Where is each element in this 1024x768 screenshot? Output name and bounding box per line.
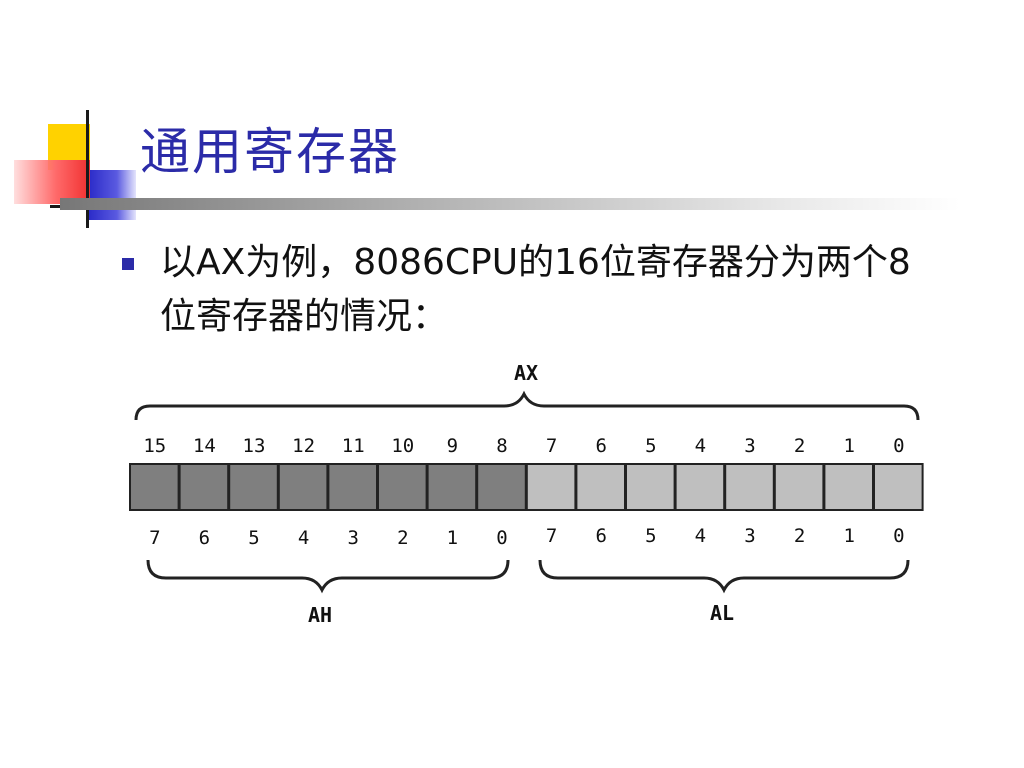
ax-label: AX: [514, 361, 538, 385]
bit-cell-11: [327, 463, 378, 511]
slide-logo: [0, 0, 140, 240]
bit-cell-9: [426, 463, 478, 511]
bit-cell-8: [476, 463, 527, 511]
high-bit-label: 7: [149, 527, 160, 549]
logo-red-bar: [14, 160, 90, 204]
low-bit-label: 4: [695, 525, 706, 547]
low-bit-label: 0: [893, 525, 904, 547]
low-bit-label: 5: [645, 525, 656, 547]
top-bit-label: 6: [595, 435, 606, 457]
bit-cell-10: [377, 463, 428, 511]
top-bit-label: 14: [193, 435, 216, 457]
ax-brace: [134, 390, 920, 421]
top-bit-label: 12: [292, 435, 315, 457]
top-bit-label: 15: [143, 435, 166, 457]
ah-brace: [146, 559, 510, 594]
high-bit-label: 3: [347, 527, 358, 549]
high-bit-label: 0: [496, 527, 507, 549]
top-bit-label: 4: [695, 435, 706, 457]
ah-label: AH: [308, 603, 332, 627]
low-bit-label: 7: [546, 525, 557, 547]
al-brace: [538, 559, 910, 594]
high-bit-label: 1: [447, 527, 458, 549]
low-bit-label: 1: [843, 525, 854, 547]
slide-title: 通用寄存器: [140, 123, 400, 181]
bit-cell-0: [873, 463, 924, 511]
low-bit-label: 3: [744, 525, 755, 547]
bullet-text: 以AX为例，8086CPU的16位寄存器分为两个8位寄存器的情况：: [160, 242, 911, 337]
title-underline: [60, 198, 960, 210]
al-label: AL: [710, 601, 734, 625]
top-bit-label: 13: [243, 435, 266, 457]
top-bit-label: 11: [342, 435, 365, 457]
top-bit-label: 7: [546, 435, 557, 457]
logo-blue-square: [88, 170, 136, 220]
bit-cell-14: [178, 463, 230, 511]
high-bit-labels: 7 6 5 4 3 2 1 0: [149, 527, 508, 549]
bit-cell-3: [724, 463, 775, 511]
bit-cell-1: [823, 463, 875, 511]
top-bit-label: 2: [794, 435, 805, 457]
bit-cell-7: [525, 463, 577, 511]
bit-cells: [129, 463, 924, 511]
top-bit-label: 1: [843, 435, 854, 457]
bullet-square-icon: [122, 258, 134, 270]
low-bit-labels: 7 6 5 4 3 2 1 0: [546, 525, 905, 547]
bit-cell-6: [575, 463, 626, 511]
bit-cell-12: [277, 463, 329, 511]
top-bit-label: 9: [447, 435, 458, 457]
bit-cell-5: [625, 463, 676, 511]
high-bit-label: 4: [298, 527, 309, 549]
high-bit-label: 5: [248, 527, 259, 549]
top-bit-label: 5: [645, 435, 656, 457]
top-bit-label: 8: [496, 435, 507, 457]
top-bit-label: 0: [893, 435, 904, 457]
high-bit-label: 6: [199, 527, 210, 549]
logo-vertical-line: [86, 110, 89, 228]
bit-cell-15: [129, 463, 180, 511]
low-bit-label: 6: [595, 525, 606, 547]
bit-cell-4: [674, 463, 726, 511]
top-bit-label: 3: [744, 435, 755, 457]
high-bit-label: 2: [397, 527, 408, 549]
bit-cell-2: [773, 463, 825, 511]
low-bit-label: 2: [794, 525, 805, 547]
top-bit-label: 10: [391, 435, 414, 457]
bit-cell-13: [228, 463, 279, 511]
